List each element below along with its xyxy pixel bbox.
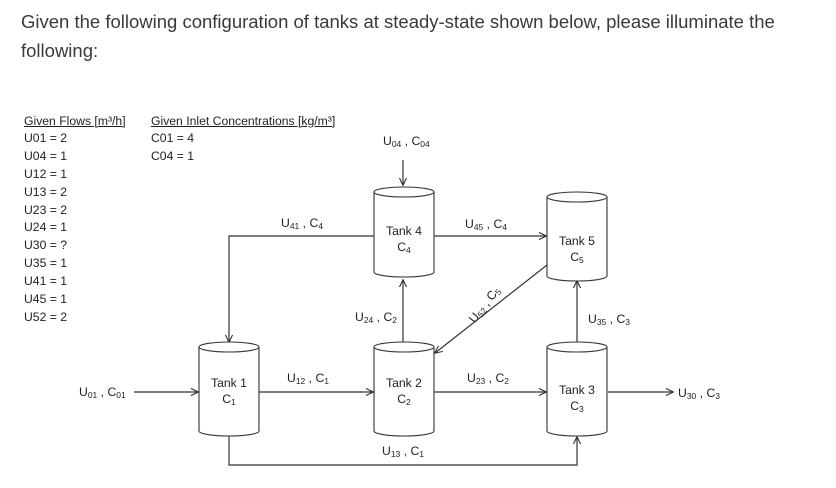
tank-4-cylinder bbox=[373, 186, 435, 278]
stream-41-label: U41 , C4 bbox=[281, 216, 323, 231]
given-concentrations-list: Given Inlet Concentrations [kg/m³] C01 =… bbox=[151, 113, 335, 166]
stream-35-label: U35 , C3 bbox=[588, 312, 630, 327]
stream-52-arrow bbox=[435, 264, 548, 353]
flow-item: U30 = ? bbox=[24, 238, 68, 253]
stream-45-label: U45 , C4 bbox=[465, 217, 507, 232]
stream-24-label: U24 , C2 bbox=[355, 310, 397, 325]
tank-1-cylinder bbox=[198, 341, 260, 437]
flow-item: U04 = 1 bbox=[24, 148, 68, 163]
stream-12-label: U12 , C1 bbox=[287, 371, 329, 386]
stream-30-label: U30 , C3 bbox=[678, 386, 720, 401]
given-flows-list: Given Flows [m³/h] U01 = 2 U04 = 1 U12 =… bbox=[24, 113, 126, 327]
tank-3-label: Tank 3 C3 bbox=[559, 383, 595, 414]
stream-23-label: U23 , C2 bbox=[467, 371, 509, 386]
stream-13-label: U13 , C1 bbox=[382, 444, 424, 459]
flow-item: U23 = 2 bbox=[24, 202, 68, 217]
stream-41-arrow bbox=[229, 235, 374, 342]
flow-item: U45 = 1 bbox=[24, 292, 68, 307]
stream-01-label: U01 , C01 bbox=[79, 385, 126, 400]
tank-5-cylinder bbox=[546, 191, 608, 282]
concentration-item: C04 = 1 bbox=[151, 148, 195, 163]
flow-item: U35 = 1 bbox=[24, 256, 68, 271]
stream-13-arrow bbox=[228, 436, 577, 466]
tank-2-label: Tank 2 C2 bbox=[386, 376, 422, 407]
tank-3-cylinder bbox=[546, 341, 608, 437]
tank-5-label: Tank 5 C5 bbox=[559, 234, 595, 265]
concentration-item: C01 = 4 bbox=[151, 131, 195, 145]
stream-04-label: U04 , C04 bbox=[383, 134, 430, 149]
flow-item: U52 = 2 bbox=[24, 309, 68, 324]
tank-1-label: Tank 1 C1 bbox=[211, 376, 247, 407]
question-text: Given the following configuration of tan… bbox=[21, 11, 775, 61]
flow-item: U12 = 1 bbox=[24, 166, 68, 181]
tank-4-label: Tank 4 C4 bbox=[386, 224, 422, 255]
given-concentrations-header: Given Inlet Concentrations [kg/m³] bbox=[151, 114, 336, 128]
tank-2-cylinder bbox=[373, 341, 435, 437]
given-flows-header: Given Flows [m³/h] bbox=[24, 114, 126, 128]
flow-item: U41 = 1 bbox=[24, 274, 68, 289]
flow-item: U24 = 1 bbox=[24, 220, 68, 235]
flow-item: U13 = 2 bbox=[24, 184, 68, 199]
flow-item: U01 = 2 bbox=[24, 131, 68, 145]
